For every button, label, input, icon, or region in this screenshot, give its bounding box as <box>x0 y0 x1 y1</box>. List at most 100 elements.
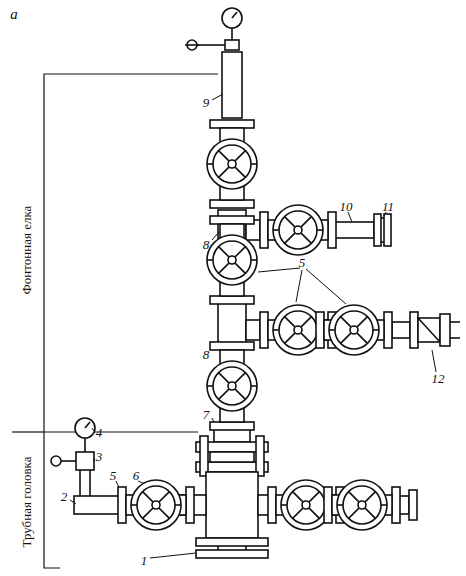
valve-part <box>210 216 254 224</box>
valve-part <box>175 504 181 506</box>
valve-part <box>287 486 325 524</box>
valve-part <box>329 329 335 331</box>
gate-valve <box>316 305 392 355</box>
handwheel <box>207 235 257 285</box>
valve-part <box>143 508 154 519</box>
valve-part <box>358 501 366 509</box>
callout-number: 7 <box>203 408 210 421</box>
callout-number: 10 <box>340 200 353 213</box>
side-gauge <box>51 418 95 496</box>
valve-part <box>118 487 126 523</box>
valve-part <box>213 367 251 405</box>
valve-part <box>328 212 336 248</box>
valve-part <box>251 259 257 261</box>
valve-part <box>235 151 246 162</box>
valve-part <box>235 167 246 178</box>
valve-part <box>235 247 246 258</box>
valve-part <box>210 120 254 128</box>
valve-part <box>317 229 323 231</box>
valve-part <box>279 211 317 249</box>
handwheel <box>207 139 257 189</box>
valve-part <box>293 508 304 519</box>
buffer-pipe <box>222 52 242 118</box>
valve-part <box>210 200 254 208</box>
valve-part <box>349 492 360 503</box>
gate-valve <box>118 480 194 530</box>
valve-part <box>210 342 254 350</box>
callout-number: 3 <box>96 450 103 463</box>
valve-part <box>301 233 312 244</box>
handwheel <box>273 305 323 355</box>
gate-valve <box>207 120 257 208</box>
callout-number: 4 <box>96 426 103 439</box>
valve-part <box>143 492 154 503</box>
valve-part <box>207 163 213 165</box>
valve-part <box>285 317 296 328</box>
valve-part <box>302 501 310 509</box>
valve-part <box>207 259 213 261</box>
valve-part <box>293 492 304 503</box>
valve-part <box>357 333 368 344</box>
valve-part <box>210 422 254 430</box>
valve-part <box>213 241 251 279</box>
valve-part <box>285 333 296 344</box>
bracket-label: Трубная головка <box>20 453 33 550</box>
valve-part <box>207 385 213 387</box>
valve-part <box>235 389 246 400</box>
valve-part <box>273 329 279 331</box>
valve-part <box>316 312 324 348</box>
valve-part <box>260 312 268 348</box>
valve-part <box>219 389 230 400</box>
valve-part <box>324 487 332 523</box>
handwheel <box>273 205 323 255</box>
valve-part <box>219 151 230 162</box>
valve-part <box>131 504 137 506</box>
valve-part <box>228 160 236 168</box>
callout-number: 12 <box>432 372 445 385</box>
valve-part <box>349 508 360 519</box>
gate-valve <box>207 216 257 304</box>
handwheel <box>131 480 181 530</box>
valve-part <box>337 504 343 506</box>
valve-part <box>152 501 160 509</box>
bracket-label: Фонтонная елка <box>20 203 33 298</box>
callout-number: 5 <box>110 469 117 482</box>
valve-part <box>213 145 251 183</box>
handwheel <box>281 480 331 530</box>
valve-part <box>373 329 379 331</box>
valve-part <box>186 487 194 523</box>
valve-part <box>219 167 230 178</box>
valve-part <box>235 263 246 274</box>
valve-part <box>384 312 392 348</box>
gate-valve <box>324 480 400 530</box>
valve-part <box>350 326 358 334</box>
valve-part <box>341 317 352 328</box>
valve-part <box>365 492 376 503</box>
valve-part <box>268 487 276 523</box>
valve-part <box>365 508 376 519</box>
valve-part <box>309 508 320 519</box>
callout-number: 9 <box>203 96 210 109</box>
valve-part <box>210 296 254 304</box>
valve-part <box>251 163 257 165</box>
gate-valve <box>260 205 336 255</box>
gate-valve <box>207 342 257 430</box>
valve-part <box>235 373 246 384</box>
valve-part <box>251 385 257 387</box>
top-gauge <box>185 8 242 50</box>
valve-part <box>260 212 268 248</box>
valve-part <box>301 317 312 328</box>
valve-part <box>381 504 387 506</box>
valve-part <box>357 317 368 328</box>
callout-number: 5 <box>299 256 306 269</box>
valve-part <box>137 486 175 524</box>
valve-part <box>159 492 170 503</box>
valve-part <box>228 256 236 264</box>
valve-part <box>285 217 296 228</box>
valve-part <box>228 382 236 390</box>
valve-part <box>219 373 230 384</box>
callout-number: 1 <box>141 554 148 567</box>
figure-letter: а <box>10 7 18 22</box>
